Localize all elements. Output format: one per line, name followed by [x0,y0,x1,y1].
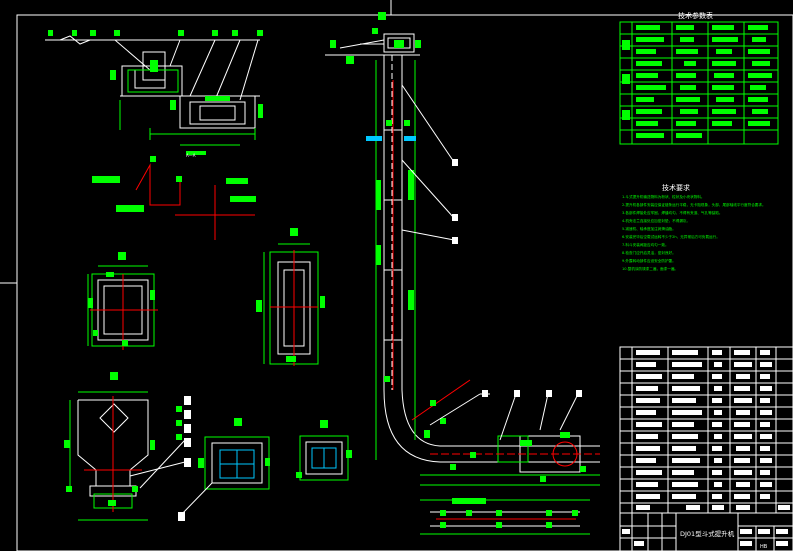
tech-req-line: 4.机壳法兰连接处应加密封垫，不得漏灰。 [622,218,690,223]
tech-req-line: 8.检查门应开启灵活，密封良好。 [622,250,676,255]
tech-req-line: 5.减速机、轴承座加注润滑油脂。 [622,226,676,231]
inspection-door-2-fill [296,420,352,478]
inspection-door-2 [299,435,349,481]
elevator-cyan-marks [366,136,416,141]
title-block-small: HB [760,544,768,550]
tech-req-text: 1.斗式提升机输送物料为粉状、粒状及小块状物料。 2.提升机各部件安装应保证链条… [622,194,766,271]
flange-view-left-center [90,274,158,350]
flange-view-left-fill [88,252,155,346]
tech-param-title: 技术参数表 [678,11,713,20]
inspection-door-1 [204,436,270,490]
tech-req-line: 2.提升机各部件安装应保证链条运行平稳，无卡阻现象，头部、尾部轴线平行度符合要求… [622,202,766,207]
inspection-door-1-leader [179,482,213,517]
tech-req-line: 10.整机涂防锈漆二遍，面漆一遍。 [622,266,678,271]
tech-req-line: 7.料斗安装间距应均匀一致。 [622,242,669,247]
angle-detail-fill [92,156,256,212]
elevator-casing [383,55,600,473]
elevator-head [325,33,420,56]
flange-view-right-fill [256,228,325,362]
tech-req-line: 3.各部件焊接处应牢固，焊缝均匀，不得有夹渣、气孔等缺陷。 [622,210,722,215]
title-block-name: DJ01型斗式提升机 [680,529,735,538]
inspection-door-1-fill [198,418,270,468]
base-plan [420,499,590,535]
angle-detail [135,163,255,240]
tech-param-table [619,21,779,145]
parts-list-cells [636,350,790,510]
title-block-cells [622,529,788,546]
drive-head-fill [48,30,263,155]
hopper-view-center [84,396,142,512]
flange-view-right-center [270,250,318,366]
elevator-fill [376,120,586,482]
elevator-leaders [401,84,579,441]
elevator-centerlines [392,80,600,455]
hopper-view-fill [64,372,155,506]
base-plan-fill [440,498,578,528]
tech-req-line: 9.外露转动部件应设安全防护罩。 [622,258,676,263]
section-label: A—A [186,153,196,158]
hopper-callouts [129,396,191,521]
drive-head-dims [119,69,256,146]
tech-req-line: 1.斗式提升机输送物料为粉状、粒状及小块状物料。 [622,194,705,199]
elevator-callout-tags [452,159,582,397]
tech-param-cells [622,25,772,138]
drive-head-detail [45,35,260,129]
tech-req-title: 技术要求 [662,183,690,192]
title-block [619,512,793,551]
tech-req-line: 6.安装完毕后空载试运转不少于2h，无异常后方可负载运行。 [622,234,720,239]
parts-list [619,346,793,514]
elevator-head-fill [330,12,421,64]
